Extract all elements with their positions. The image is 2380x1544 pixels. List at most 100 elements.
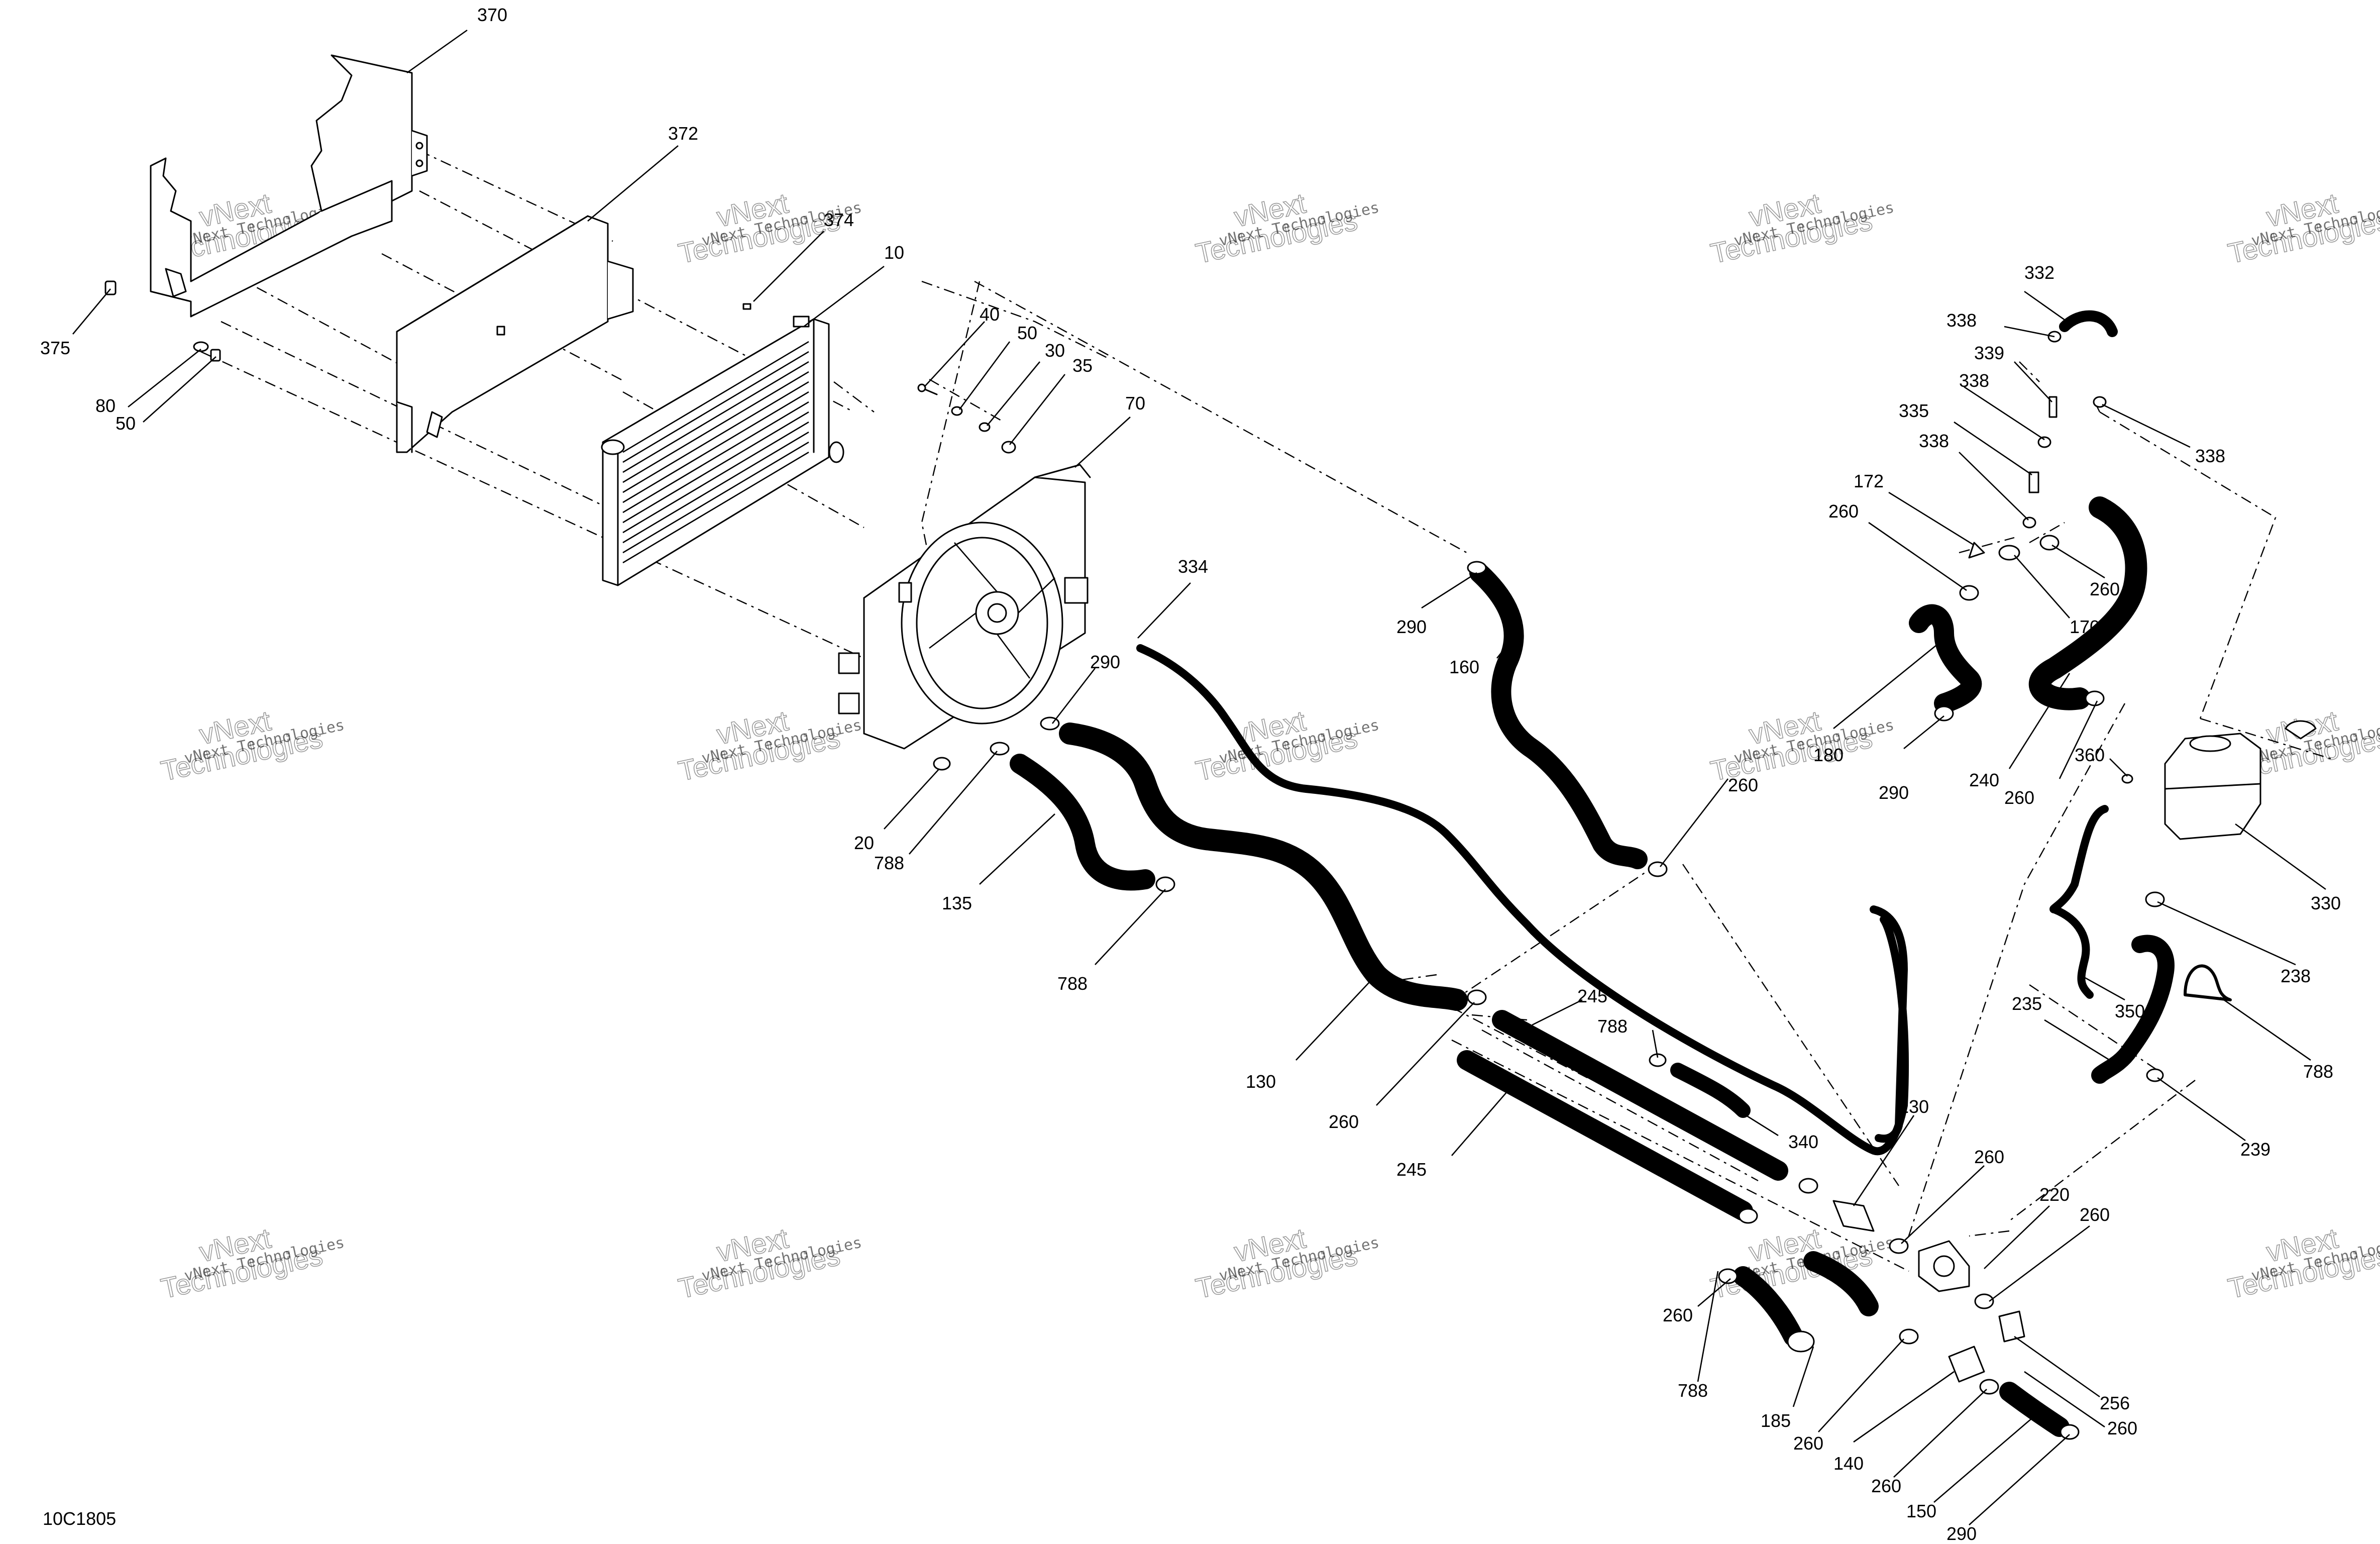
callout-260: 260 bbox=[1974, 1147, 2004, 1167]
part-fitting-140 bbox=[1948, 1346, 1985, 1383]
clamp-260 bbox=[1467, 989, 1487, 1005]
drawing-code: 10C1805 bbox=[43, 1508, 116, 1529]
clamp-788 bbox=[1155, 876, 1175, 892]
part-hose-185 bbox=[1733, 1266, 1815, 1353]
part-fan-shroud-70 bbox=[838, 464, 1091, 750]
callout-30: 30 bbox=[1045, 340, 1065, 361]
part-hose-180 bbox=[1909, 604, 1982, 713]
part-screw-40 bbox=[917, 383, 938, 395]
callout-240: 240 bbox=[1969, 770, 1999, 790]
clamp-788 bbox=[1718, 1268, 1738, 1284]
callout-375: 375 bbox=[40, 338, 70, 358]
callout-130: 130 bbox=[1246, 1071, 1276, 1092]
callout-334: 334 bbox=[1178, 556, 1208, 577]
callout-180: 180 bbox=[1813, 745, 1844, 765]
watermark: vNext Technologies vNext Technologies bbox=[1193, 186, 1381, 270]
clamp-260 bbox=[1798, 1178, 1818, 1194]
callout-80: 80 bbox=[95, 395, 116, 416]
clamp-290 bbox=[1934, 705, 1954, 722]
watermark: vNext Technologies vNext Technologies bbox=[2225, 1221, 2380, 1305]
callout-256: 256 bbox=[2100, 1393, 2130, 1413]
part-hose-235 bbox=[2091, 935, 2175, 1084]
seal-338 bbox=[2022, 517, 2036, 529]
callout-150: 150 bbox=[1906, 1501, 1936, 1521]
fitting-170 bbox=[1998, 545, 2020, 561]
watermark: vNext Technologies vNext Technologies bbox=[2225, 186, 2380, 270]
part-nut-35 bbox=[1001, 441, 1016, 454]
part-bracket-370 bbox=[150, 54, 428, 318]
callout-20: 20 bbox=[854, 833, 874, 853]
radiator-core-fins bbox=[622, 341, 809, 564]
part-radiator-10 bbox=[601, 316, 844, 586]
callout-50: 50 bbox=[1017, 323, 1037, 343]
part-nut-20 bbox=[933, 757, 951, 771]
callout-185: 185 bbox=[1761, 1410, 1791, 1431]
part-tube-350 bbox=[2049, 805, 2109, 999]
clip-172 bbox=[1968, 542, 1985, 559]
callout-338: 338 bbox=[1919, 431, 1949, 451]
callout-50: 50 bbox=[116, 413, 136, 434]
callout-260: 260 bbox=[1793, 1433, 1823, 1454]
part-hose-340 bbox=[1670, 1063, 1751, 1118]
part-clip-374 bbox=[742, 303, 751, 310]
part-deflector-372 bbox=[396, 215, 634, 453]
callout-372: 372 bbox=[668, 123, 698, 144]
watermark: vNext Technologies vNext Technologies bbox=[158, 1221, 346, 1305]
callout-350: 350 bbox=[2115, 1001, 2145, 1021]
part-hose-240 bbox=[2028, 496, 2147, 710]
callout-260: 260 bbox=[1828, 501, 1859, 522]
part-hose-150 bbox=[1999, 1382, 2070, 1437]
callout-235: 235 bbox=[2012, 993, 2042, 1014]
callout-245: 245 bbox=[1396, 1159, 1427, 1180]
part-clip-788-loop bbox=[2184, 964, 2232, 1001]
callout-788: 788 bbox=[874, 853, 904, 873]
callout-160: 160 bbox=[1449, 657, 1479, 677]
callout-290: 290 bbox=[1090, 652, 1120, 672]
callout-238: 238 bbox=[2281, 966, 2311, 986]
part-tube-230 bbox=[1870, 905, 1908, 1143]
callout-260: 260 bbox=[1728, 775, 1758, 795]
callout-260: 260 bbox=[2107, 1418, 2137, 1438]
callout-70: 70 bbox=[1125, 393, 1145, 414]
callout-260: 260 bbox=[2004, 787, 2034, 808]
callout-290: 290 bbox=[1879, 782, 1909, 803]
part-pipe-245-upper bbox=[1492, 1010, 1788, 1181]
part-reservoir-330 bbox=[2164, 720, 2317, 840]
callout-135: 135 bbox=[942, 893, 972, 913]
watermark: vNext Technologies vNext Technologies bbox=[675, 704, 863, 787]
part-hose-elbow-788 bbox=[1803, 1251, 1879, 1316]
callout-788: 788 bbox=[1678, 1380, 1708, 1401]
callout-35: 35 bbox=[1072, 355, 1093, 376]
callout-220: 220 bbox=[2039, 1184, 2070, 1205]
watermark: vNext Technologies vNext Technologies bbox=[675, 1221, 863, 1305]
watermark: vNext Technologies vNext Technologies bbox=[1707, 704, 1896, 787]
callout-labels: 370 372 374 10 375 80 50 40 50 30 35 70 … bbox=[40, 5, 2341, 1544]
callout-170: 170 bbox=[2070, 616, 2100, 637]
watermark: vNext Technologies vNext Technologies bbox=[158, 704, 346, 787]
callout-245: 245 bbox=[1577, 986, 1607, 1006]
callout-172: 172 bbox=[1854, 471, 1884, 491]
seal-338 bbox=[2037, 436, 2051, 448]
callout-40: 40 bbox=[980, 304, 1000, 325]
callout-332: 332 bbox=[2024, 262, 2054, 283]
clamp-260 bbox=[1738, 1208, 1758, 1224]
part-screw-80-washer-50 bbox=[193, 341, 221, 362]
callout-339: 339 bbox=[1974, 343, 2004, 363]
clamp-260 bbox=[1979, 1379, 1999, 1395]
part-hose-130 bbox=[1059, 723, 1468, 1011]
part-hose-135 bbox=[1010, 754, 1155, 891]
callout-290: 290 bbox=[1396, 616, 1427, 637]
callout-239: 239 bbox=[2240, 1139, 2270, 1160]
callout-335: 335 bbox=[1899, 400, 1929, 421]
clamp-290 bbox=[1467, 561, 1487, 575]
callout-788: 788 bbox=[2303, 1061, 2333, 1082]
callout-374: 374 bbox=[824, 210, 854, 230]
callout-260: 260 bbox=[2080, 1204, 2110, 1225]
watermark: vNext Technologies vNext Technologies bbox=[1193, 1221, 1381, 1305]
callout-338: 338 bbox=[1959, 370, 1989, 391]
callout-260: 260 bbox=[1871, 1476, 1901, 1496]
clamps bbox=[990, 331, 2165, 1440]
clamp-788 bbox=[990, 742, 1010, 756]
callout-330: 330 bbox=[2311, 893, 2341, 913]
